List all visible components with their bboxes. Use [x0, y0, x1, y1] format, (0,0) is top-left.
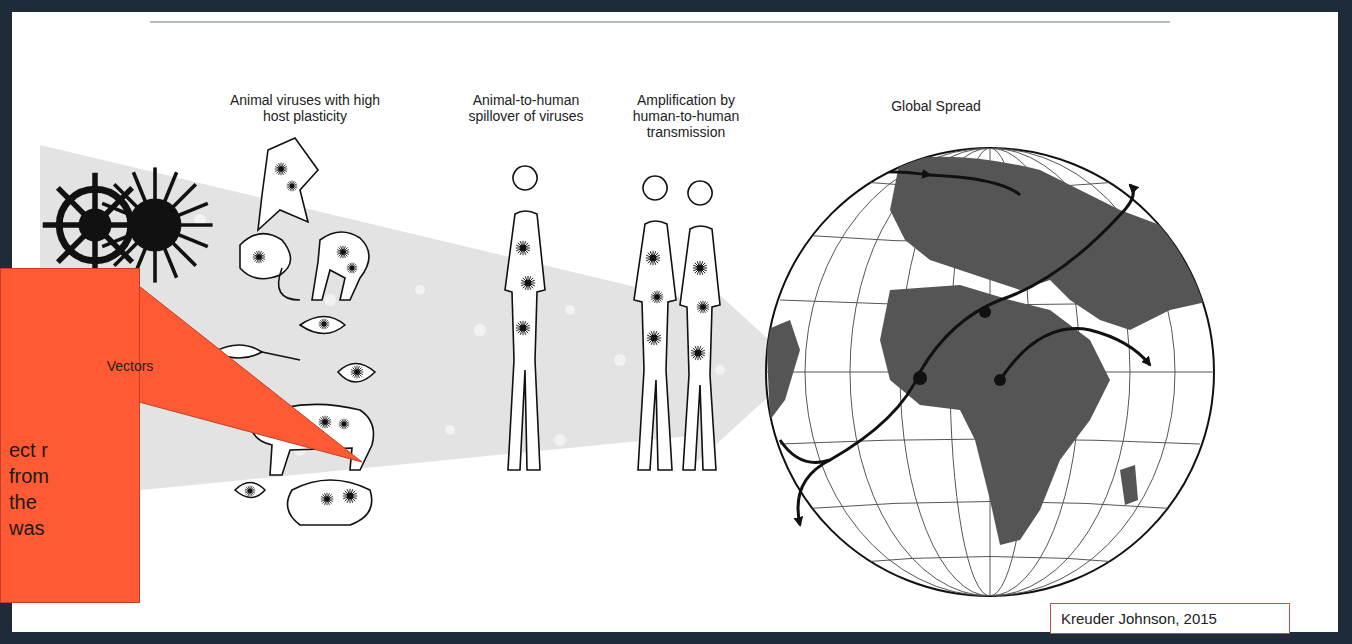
citation-box: Kreuder Johnson, 2015	[1050, 603, 1290, 634]
stage-label: Animal viruses with high host plasticity	[225, 92, 385, 124]
callout-box: ect r from the was	[0, 268, 140, 603]
vector-label: Vectors	[95, 358, 165, 374]
node-text: ect r from the was	[9, 437, 73, 541]
stage-label: Global Spread	[866, 98, 1006, 114]
stage-label: Animal-to-human spillover of viruses	[466, 92, 586, 124]
stage-label: Amplification by human-to-human transmis…	[621, 92, 751, 140]
node-text: Kreuder Johnson, 2015	[1061, 609, 1279, 629]
